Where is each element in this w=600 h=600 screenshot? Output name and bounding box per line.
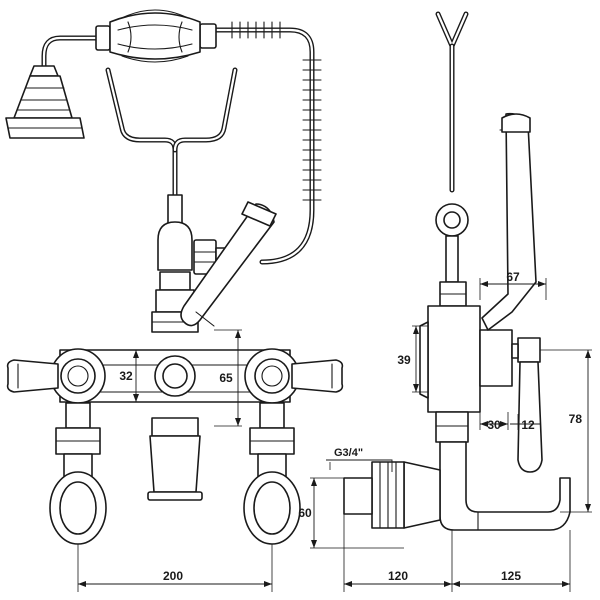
side-handle <box>511 337 543 473</box>
side-body <box>419 281 513 443</box>
side-cradle <box>435 11 469 283</box>
dim-front-inner-height: 32 <box>119 369 133 383</box>
left-valve <box>6 348 106 404</box>
front-view <box>5 9 344 545</box>
dim-side-lever: 67 <box>506 270 520 284</box>
dim-side-inlet-offset: 30 <box>487 418 501 432</box>
dim-thread-size: G3/4" <box>334 447 363 459</box>
dim-side-height: 78 <box>569 412 583 426</box>
dim-front-outer-height: 65 <box>219 371 233 385</box>
side-view <box>343 11 571 531</box>
shower-head <box>5 65 85 139</box>
dim-side-handle: 12 <box>521 418 535 432</box>
side-inlet <box>343 461 441 529</box>
side-spout <box>439 441 571 531</box>
cradle <box>105 67 238 203</box>
dimension-lines <box>77 278 592 592</box>
dim-spout-reach: 125 <box>501 569 521 583</box>
diverter-lever <box>180 201 277 327</box>
spout-front <box>147 417 203 501</box>
riser <box>151 194 239 333</box>
tap-body <box>59 349 291 403</box>
hose <box>41 21 322 265</box>
right-valve <box>244 348 344 404</box>
dim-inlet-height: 60 <box>298 506 312 520</box>
handset-grip <box>95 9 217 63</box>
dim-front-width: 200 <box>163 569 183 583</box>
dim-base-depth: 120 <box>388 569 408 583</box>
left-leg <box>49 402 107 545</box>
right-leg <box>243 402 301 545</box>
side-lever <box>481 112 537 331</box>
dim-side-body-height: 39 <box>397 353 411 367</box>
